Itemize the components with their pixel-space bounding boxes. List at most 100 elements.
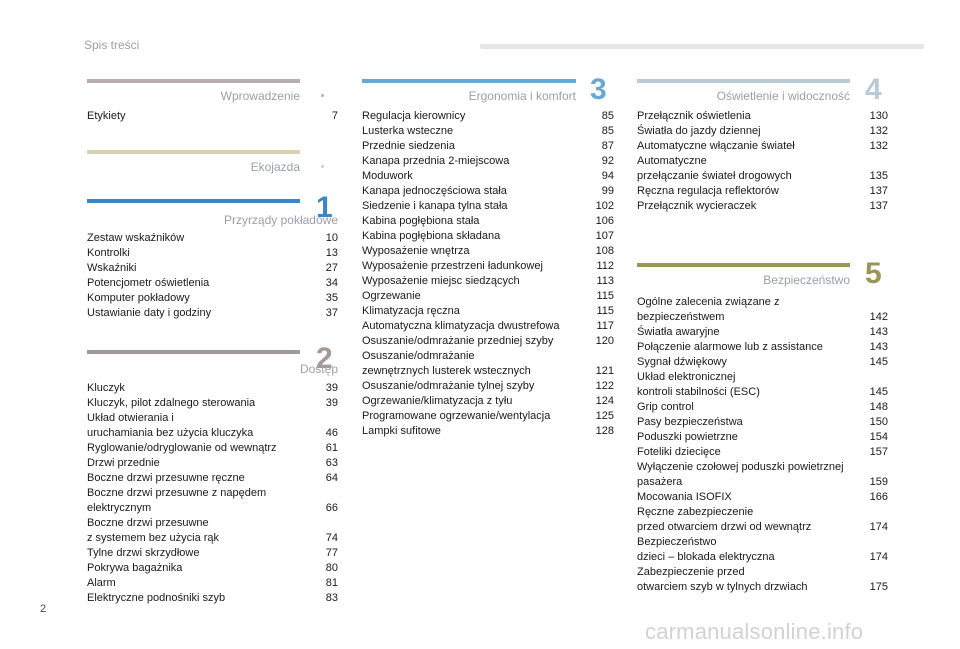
toc-entry[interactable]: Lampki sufitowe 128 [362, 424, 614, 439]
section-dot-marker [321, 94, 324, 97]
section-title: Bezpieczeństwo [763, 273, 850, 287]
toc-entry[interactable]: Potencjometr oświetlenia 34 [87, 276, 338, 291]
toc-entry[interactable]: Regulacja kierownicy 85 [362, 109, 614, 124]
toc-entry[interactable]: Zabezpieczenie przed otwarciem szyb w ty… [637, 565, 888, 595]
section-ergonomia: 3 Ergonomia i komfort Regulacja kierowni… [362, 75, 614, 449]
toc-entry[interactable]: Wyłączenie czołowej poduszki powietrznej… [637, 460, 888, 490]
section-bar [637, 263, 850, 267]
toc-entry[interactable]: Układ elektronicznej kontroli stabilnośc… [637, 370, 888, 400]
toc-entry-title: Lusterka wsteczne [362, 125, 454, 137]
toc-entry-page: 117 [596, 320, 614, 332]
toc-entry-title: Foteliki dziecięce [637, 446, 721, 458]
toc-entry-title: Automatyczne włączanie świateł [637, 140, 795, 152]
toc-entry-page: 87 [601, 140, 614, 152]
toc-entry-title: Ryglowanie/odryglowanie od wewnątrz [87, 442, 277, 454]
toc-entry-page: 120 [595, 335, 614, 347]
toc-entry[interactable]: Automatyczne przełączanie świateł drogow… [637, 154, 888, 184]
toc-entry-page: 150 [869, 416, 888, 428]
toc-entry-page: 85 [601, 110, 614, 122]
toc-entry[interactable]: Osuszanie/odmrażanie zewnętrznych luster… [362, 349, 614, 379]
toc-entry-page: 74 [325, 532, 338, 544]
toc-entry-page: 142 [869, 311, 888, 323]
toc-entry-title: Pokrywa bagażnika [87, 562, 183, 574]
toc-entry-title: Przełącznik wycieraczek [637, 200, 757, 212]
toc-entry-page: 10 [325, 232, 338, 244]
toc-entry-page: 124 [595, 395, 614, 407]
toc-entry-page: 125 [595, 410, 614, 422]
toc-entry-page: 128 [595, 425, 614, 437]
toc-entry-title: Regulacja kierownicy [362, 110, 466, 122]
toc-entry-page: 64 [325, 472, 338, 484]
toc-entry-title: Układ elektronicznej kontroli stabilnośc… [637, 371, 760, 398]
toc-entry-title: Wyposażenie miejsc siedzących [362, 275, 520, 287]
toc-entry-page: 130 [869, 110, 888, 122]
toc-entry-title: Poduszki powietrzne [637, 431, 738, 443]
toc-entry[interactable]: Ręczne zabezpieczenie przed otwarciem dr… [637, 505, 888, 535]
page-number: 2 [40, 603, 47, 615]
toc-entry-title: Bezpieczeństwo dzieci – blokada elektryc… [637, 536, 775, 563]
toc-entry[interactable]: Pasy bezpieczeństwa 150 [637, 415, 888, 430]
toc-entry-title: Osuszanie/odmrażanie zewnętrznych luster… [362, 350, 531, 377]
toc-entry[interactable]: Boczne drzwi przesuwne z napędem elektry… [87, 486, 338, 516]
toc-entry[interactable]: Boczne drzwi przesuwne z systemem bez uż… [87, 516, 338, 546]
toc-entry-title: Ręczna regulacja reflektorów [637, 185, 779, 197]
toc-entry-page: 34 [325, 277, 338, 289]
toc-entry-title: Siedzenie i kanapa tylna stała [362, 200, 508, 212]
toc-entry[interactable]: Bezpieczeństwo dzieci – blokada elektryc… [637, 535, 888, 565]
toc-entry-page: 39 [325, 382, 338, 394]
toc-entry[interactable]: Układ otwierania i uruchamiania bez użyc… [87, 411, 338, 441]
toc-entry-title: Potencjometr oświetlenia [87, 277, 210, 289]
toc-entry[interactable]: Ogólne zalecenia związane z bezpieczeńst… [637, 295, 888, 325]
toc-entry-title: Lampki sufitowe [362, 425, 441, 437]
toc-entry-title: Pasy bezpieczeństwa [637, 416, 743, 428]
toc-entry-page: 143 [869, 326, 888, 338]
